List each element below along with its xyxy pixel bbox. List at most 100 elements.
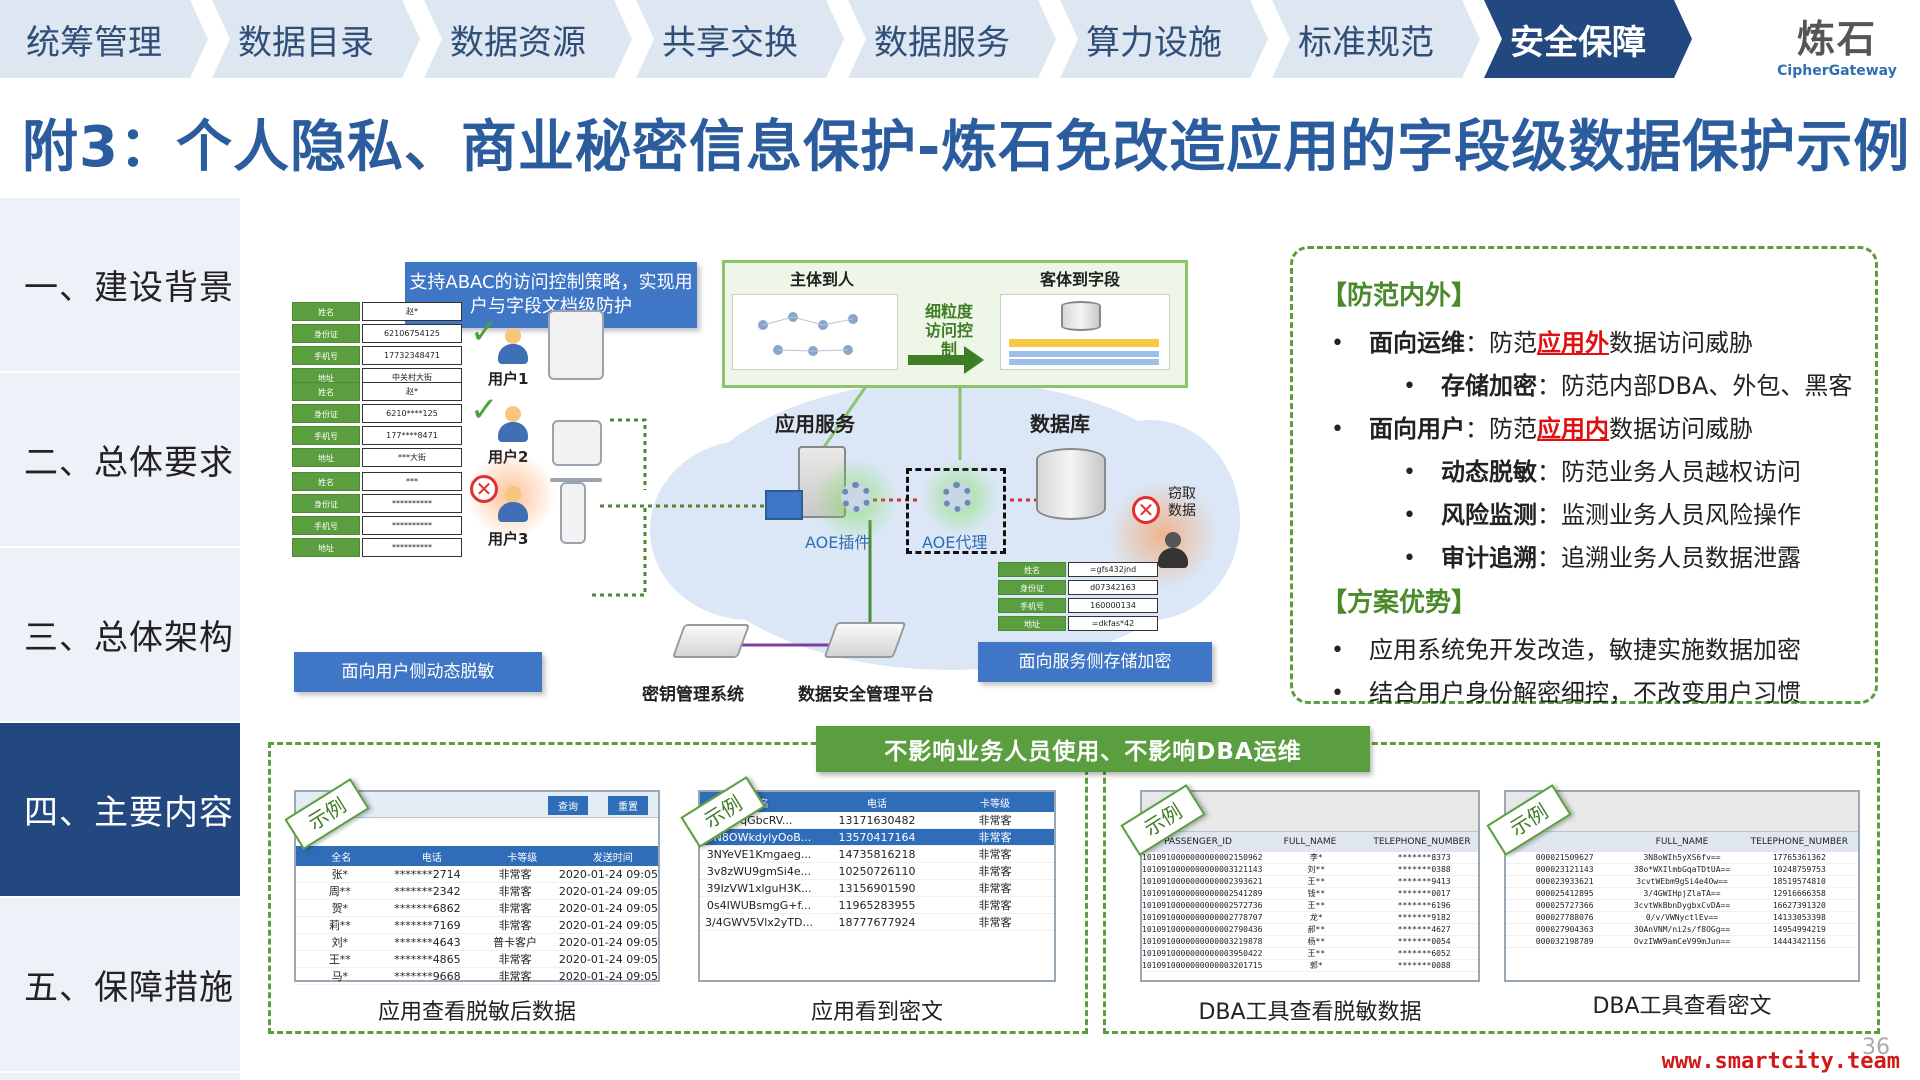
desktop-computer-icon [548, 310, 604, 380]
table-cell: 39IzVW1xlguH3K... [706, 881, 812, 895]
tab-suanli[interactable]: 算力设施 [1060, 0, 1268, 78]
bullet-user: 面向用户：防范应用内数据访问威胁 [1317, 408, 1855, 451]
table-cell: 2020-01-24 09:05 [558, 935, 658, 949]
user-side-mask-callout: 面向用户侧动态脱敏 [294, 652, 542, 692]
table-cell: 非常客 [498, 919, 532, 932]
kms-label: 密钥管理系统 [642, 685, 744, 705]
side-item-requirements[interactable]: 二、总体要求 [0, 373, 240, 548]
tab-shujuziyuan[interactable]: 数据资源 [424, 0, 632, 78]
table-cell: *******2342 [394, 884, 461, 898]
table-cell: 非常客 [498, 885, 532, 898]
table-cell: 1010910000000000003201715 [1142, 961, 1263, 970]
table-cell: 非常客 [498, 902, 532, 915]
caption-app-ciphertext: 应用看到密文 [810, 1000, 943, 1025]
check-icon: ✓ [470, 390, 499, 430]
table-cell: 李* [1309, 853, 1323, 862]
laptop-icon [552, 420, 602, 466]
query-button[interactable]: 查询 [548, 796, 588, 815]
table-cell: *******4643 [394, 935, 461, 949]
database-icon [1061, 301, 1101, 331]
side-item-guarantee[interactable]: 五、保障措施 [0, 898, 240, 1073]
user3-label: 用户3 [488, 530, 529, 548]
table-cell: 13171630482 [838, 813, 916, 827]
table-cell: 2020-01-24 09:05 [558, 969, 658, 983]
table-cell: 000025412895 [1535, 889, 1594, 898]
table-cell: *******4627 [1397, 925, 1451, 934]
field-table-thumbnail [1000, 294, 1170, 370]
side-item-main-content[interactable]: 四、主要内容 [0, 723, 240, 898]
table-cell: 郭* [1309, 961, 1323, 970]
table-cell: *******2714 [394, 867, 461, 881]
table-cell: 郝** [1307, 925, 1326, 934]
table-cell: 14133053398 [1772, 913, 1826, 922]
deny-icon: ✕ [470, 475, 498, 503]
table-cell: *******0017 [1397, 889, 1451, 898]
table-cell: 龙* [1309, 913, 1323, 922]
table-cell: 0s4IWUBsmgG+f... [706, 898, 812, 912]
table-row[interactable]: 1010910000000000003201715 郭* *******0088 [1142, 960, 1478, 972]
database-icon [1036, 448, 1106, 520]
table-cell: *******0088 [1397, 961, 1451, 970]
caption-dba-ciphertext: DBA工具查看密文 [1592, 994, 1772, 1019]
table-cell: 000027904363 [1535, 925, 1594, 934]
tab-shujufuwu[interactable]: 数据服务 [848, 0, 1056, 78]
reset-button[interactable]: 重置 [608, 796, 648, 815]
table-cell: 000023121143 [1535, 865, 1594, 874]
database-label: 数据库 [1030, 412, 1090, 436]
bullet-audit: 审计追溯：追溯业务人员数据泄露 [1317, 537, 1855, 580]
tab-tongchou[interactable]: 统筹管理 [0, 0, 208, 78]
object-to-field-label: 客体到字段 [1040, 270, 1121, 289]
architecture-diagram: 支持ABAC的访问控制策略，实现用户与字段文档级防护 主体到人 客体到字段 细粒… [270, 250, 1240, 720]
fine-grain-label: 细粒度访问控制 [924, 302, 973, 360]
table-cell: 1010910000000000002393621 [1142, 877, 1263, 886]
tab-biaozhun[interactable]: 标准规范 [1272, 0, 1480, 78]
table-cell: *******9182 [1397, 913, 1451, 922]
tab-anquan[interactable]: 安全保障 [1484, 0, 1692, 78]
side-item-background[interactable]: 一、建设背景 [0, 198, 240, 373]
table-cell: 非常客 [498, 953, 532, 966]
table-cell: 0/v/VWNyctlEv== [1645, 913, 1719, 922]
org-chart-thumbnail [732, 294, 898, 370]
bullet-dynamic-mask: 动态脱敏：防范业务人员越权访问 [1317, 451, 1855, 494]
tab-shujumulu[interactable]: 数据目录 [212, 0, 420, 78]
table-cell: 刘** [1307, 865, 1326, 874]
table-cell: 1010910000000000002572736 [1142, 901, 1263, 910]
table-cell: 3cvtWkBbnDygbxCvDA== [1633, 901, 1731, 910]
table-cell: 非常客 [978, 848, 1012, 861]
tab-gongxiang[interactable]: 共享交换 [636, 0, 844, 78]
bullet-storage-encrypt: 存储加密：防范内部DBA、外包、黑客 [1317, 365, 1855, 408]
side-item-architecture[interactable]: 三、总体架构 [0, 548, 240, 723]
